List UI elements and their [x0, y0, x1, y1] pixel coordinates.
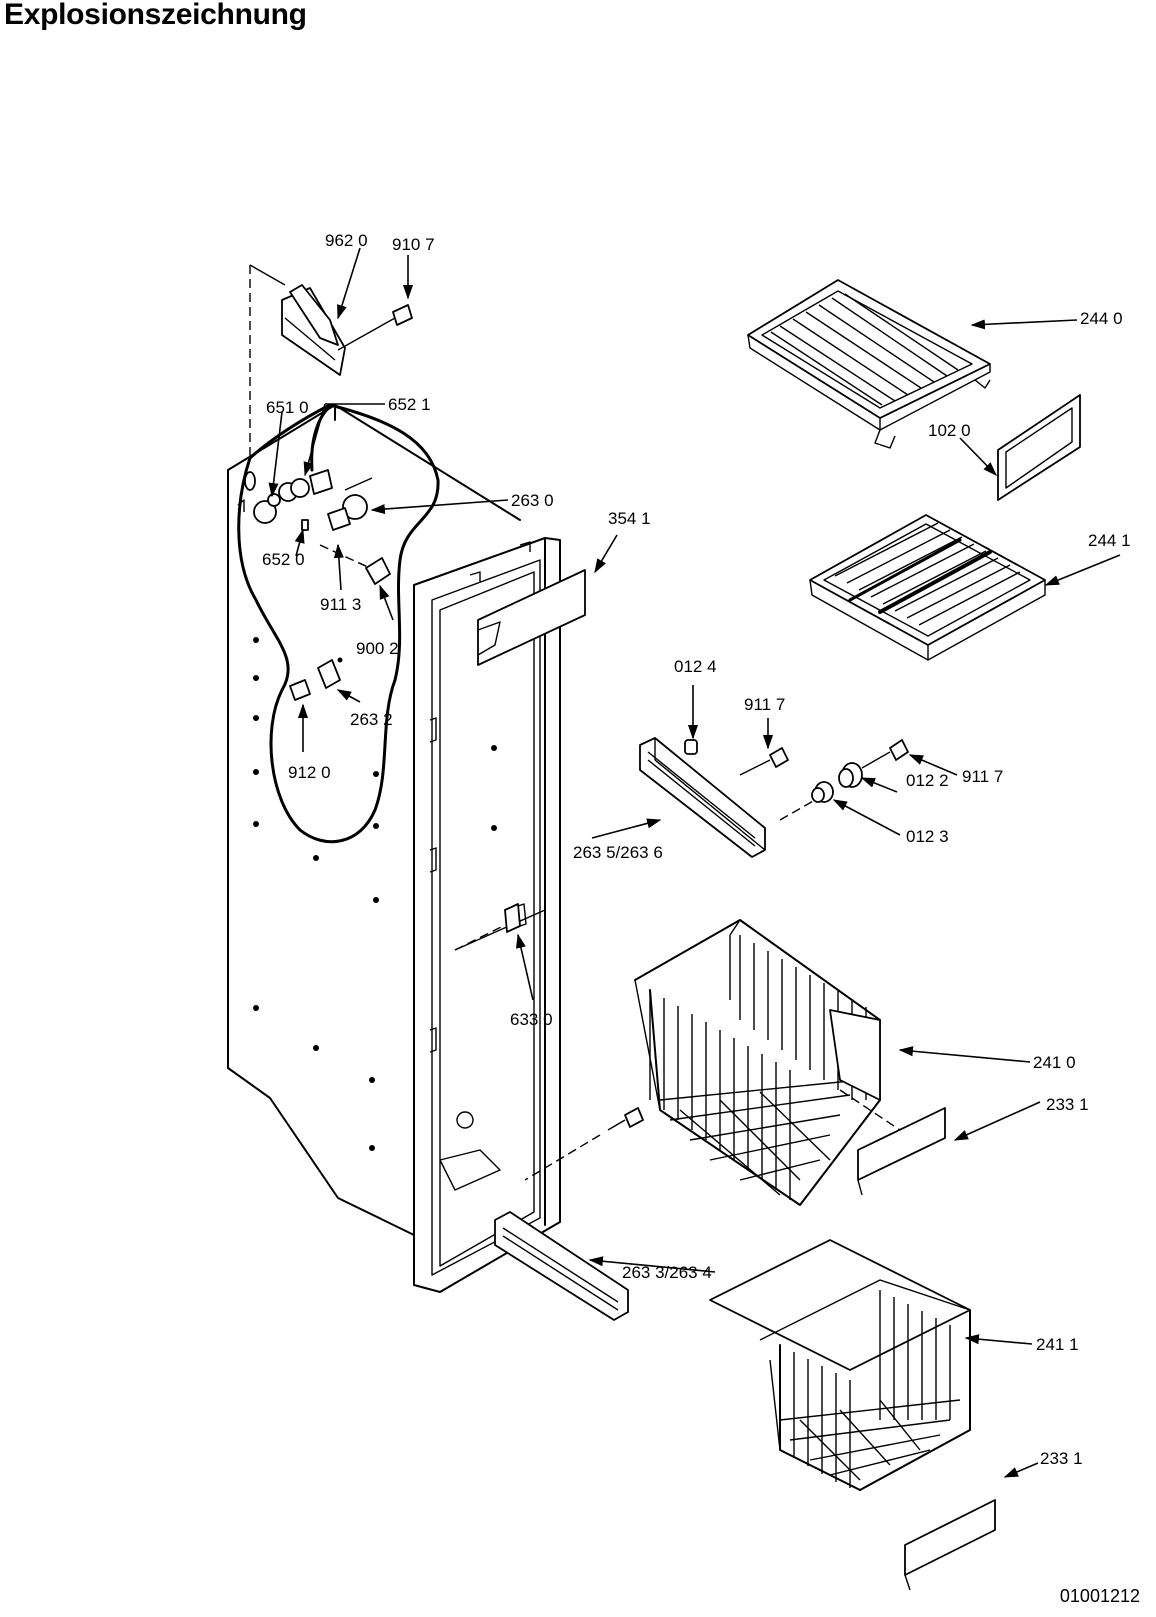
callout-6510: 651 0	[266, 398, 309, 417]
wiring-harness	[237, 403, 440, 844]
callout-1020: 102 0	[928, 421, 971, 440]
callout-2441: 244 1	[1088, 531, 1131, 550]
callout-2411: 241 1	[1036, 1335, 1079, 1354]
screw-9120	[289, 679, 311, 701]
callout-0124: 012 4	[674, 657, 717, 676]
callout-2633: 263 3/263 4	[622, 1263, 712, 1282]
callout-2440: 244 0	[1080, 309, 1123, 328]
lamp-socket-6521	[278, 469, 333, 502]
cap-0124	[684, 739, 698, 755]
rail-2635	[639, 737, 766, 858]
basket-trim-2331b	[904, 1499, 996, 1591]
part-9620-cover	[281, 284, 346, 376]
callout-2630: 263 0	[511, 491, 554, 510]
callout-9620: 962 0	[325, 231, 368, 250]
clip-2632	[317, 657, 343, 689]
callout-9002: 900 2	[356, 639, 399, 658]
glass-shelf-2440	[747, 279, 991, 449]
part-6520	[301, 519, 309, 531]
callout-labels: 962 0 910 7 651 0 652 1 263 0 354 1 652 …	[262, 231, 1131, 1468]
callout-0123: 012 3	[906, 827, 949, 846]
page-title: Explosionszeichnung	[4, 0, 307, 31]
callout-9113: 911 3	[320, 595, 361, 614]
callout-6330: 633 0	[510, 1010, 553, 1029]
rail-2633	[494, 1211, 629, 1321]
callout-9117b: 911 7	[962, 767, 1003, 786]
document-id: 01001212	[1059, 1586, 1140, 1606]
callout-2331b: 233 1	[1040, 1449, 1083, 1468]
wire-basket-2411	[709, 1239, 971, 1491]
callout-3541: 354 1	[608, 509, 651, 528]
thermostat-2630	[327, 477, 373, 531]
air-duct-3541	[477, 569, 586, 666]
callout-9107: 910 7	[392, 235, 435, 254]
mounting-holes	[253, 637, 497, 1151]
switch-9002	[319, 544, 391, 585]
callout-6521: 652 1	[388, 395, 431, 414]
basket-trim-2331a	[857, 1107, 946, 1196]
callout-6520: 652 0	[262, 550, 305, 569]
callout-2331a: 233 1	[1046, 1095, 1089, 1114]
shelf-trim-1020	[997, 394, 1081, 501]
callout-9120: 912 0	[288, 763, 331, 782]
callout-9117a: 911 7	[744, 695, 785, 714]
screw-near-rail-2633	[524, 1107, 644, 1181]
spacer-0123	[811, 781, 834, 803]
screw-9117a	[739, 747, 789, 776]
spacer-0122	[838, 762, 863, 788]
screw-9107	[337, 304, 413, 351]
wire-shelf-2441	[809, 514, 1046, 661]
callout-0122: 012 2	[906, 771, 949, 790]
lamp-6510	[253, 493, 281, 524]
leader-lines	[268, 247, 1121, 1478]
callout-2410: 241 0	[1033, 1053, 1076, 1072]
callout-2632: 263 2	[350, 710, 393, 729]
wire-basket-2410	[634, 919, 901, 1206]
switch-6330	[454, 903, 527, 951]
callout-2635: 263 5/263 6	[573, 843, 663, 862]
screw-9117b	[861, 739, 909, 769]
freezer-liner	[227, 264, 561, 1293]
